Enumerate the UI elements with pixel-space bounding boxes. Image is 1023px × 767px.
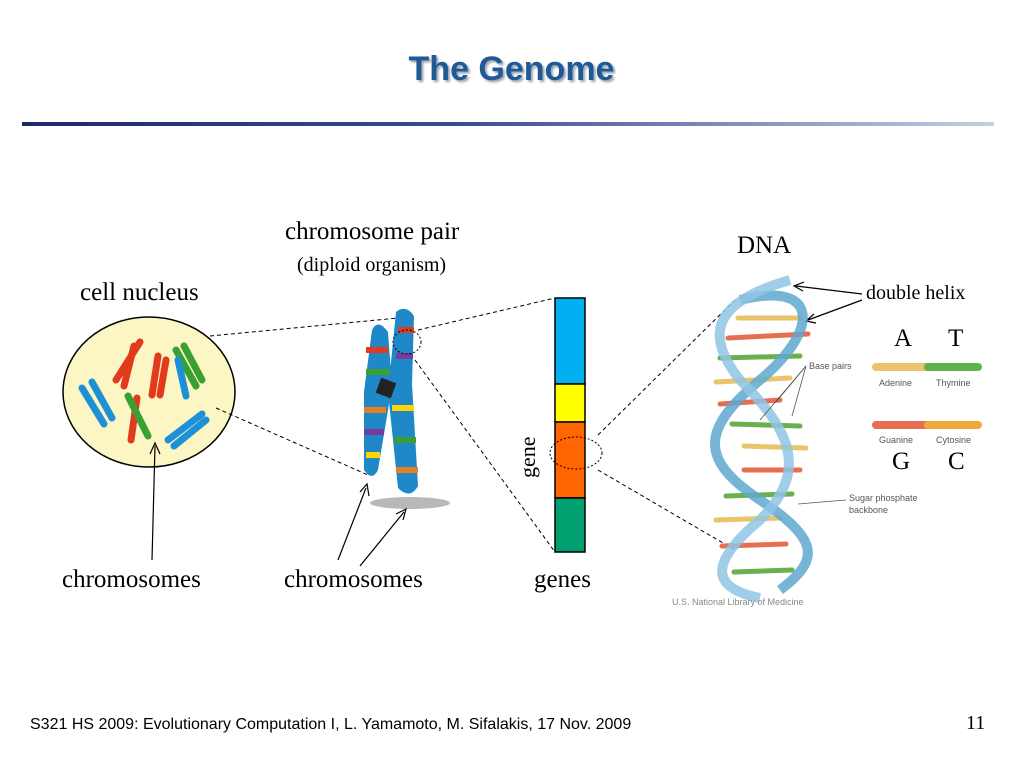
chromosomes-left-label: chromosomes — [62, 566, 201, 593]
nucleus-chromosomes — [78, 338, 210, 450]
chromosome-red-2 — [148, 352, 170, 399]
thymine-label: Thymine — [936, 378, 971, 388]
chromosome-red-1 — [112, 338, 144, 390]
page-number: 11 — [966, 712, 986, 734]
base-pairs-label: Base pairs — [809, 361, 852, 371]
credit-label: U.S. National Library of Medicine — [672, 597, 804, 607]
title-rule — [22, 122, 994, 126]
chromosome-green-2 — [124, 392, 152, 440]
footer-text: S321 HS 2009: Evolutionary Computation I… — [30, 716, 632, 733]
diploid-label: (diploid organism) — [297, 254, 447, 276]
slide-title: The Genome — [408, 50, 615, 88]
chromosomes-mid-label: chromosomes — [284, 566, 423, 593]
double-helix-label: double helix — [866, 282, 966, 304]
arrows — [149, 281, 863, 567]
base-t-label: T — [948, 325, 964, 352]
base-pair-legend — [872, 363, 982, 429]
chromosome-blue-2 — [164, 410, 210, 450]
adenine-label: Adenine — [879, 378, 913, 388]
sugar-phosphate-label: Sugar phosphate — [849, 493, 918, 503]
backbone-label: backbone — [849, 505, 889, 515]
base-a-label: A — [894, 325, 913, 352]
guanine-label: Guanine — [879, 435, 914, 445]
cytosine-label: Cytosine — [936, 435, 972, 445]
chromosome-green-1 — [172, 342, 206, 390]
chromosome-pair — [364, 308, 450, 509]
chromosome-pair-label: chromosome pair — [285, 218, 460, 245]
chromosome-blue-3 — [174, 356, 190, 400]
cell-nucleus-label: cell nucleus — [80, 279, 199, 306]
base-g-label: G — [892, 448, 911, 475]
gene-bar — [549, 297, 603, 553]
dna-helix — [710, 275, 847, 603]
genes-label: genes — [534, 566, 591, 593]
base-c-label: C — [948, 448, 965, 475]
dna-label: DNA — [737, 232, 792, 259]
connector-lines — [209, 297, 736, 553]
gene-label: gene — [515, 436, 540, 478]
chromosome-blue-1 — [78, 378, 116, 428]
